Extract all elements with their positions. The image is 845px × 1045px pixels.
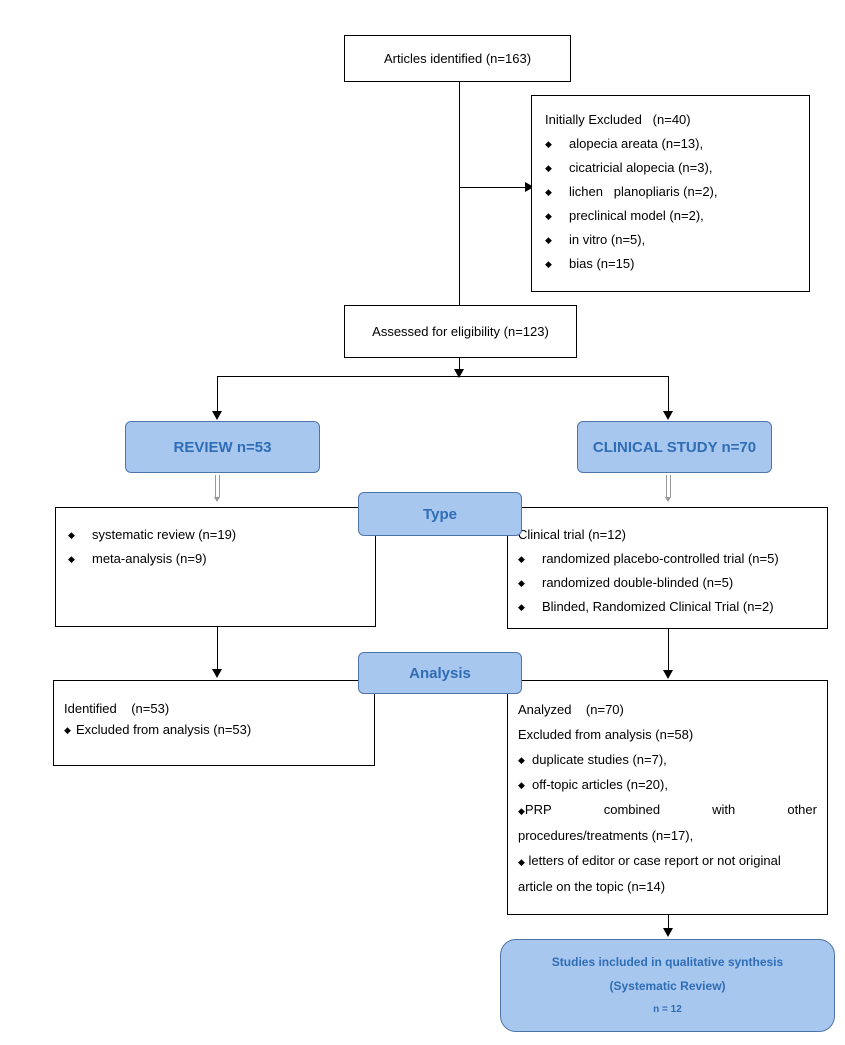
dashed-arrow-clinical-tip xyxy=(665,497,671,502)
excluded-item-label: in vitro (n=5), xyxy=(569,232,646,247)
dashed-arrow-clinical xyxy=(666,475,671,497)
review-analysis-box: Identified (n=53) ◆ Excluded from analys… xyxy=(53,680,375,766)
excluded-item: ◆ in vitro (n=5), xyxy=(545,232,809,248)
clinical-type-item: ◆ randomized placebo-controlled trial (n=… xyxy=(518,551,827,567)
excluded-analysis-label: Excluded from analysis (n=58) xyxy=(518,727,694,742)
clinical-analysis-item-label: off-topic articles (n=20), xyxy=(532,777,668,792)
clinical-type-item-label: randomized placebo-controlled trial (n=5… xyxy=(542,551,779,566)
connector-to-clinical xyxy=(668,376,669,412)
bullet-icon: ◆ xyxy=(518,755,525,765)
review-type-item: ◆ systematic review (n=19) xyxy=(68,527,375,543)
review-box: REVIEW n=53 xyxy=(125,421,320,473)
excluded-item-label: bias (n=15) xyxy=(569,256,635,271)
final-line-2: (Systematic Review) xyxy=(609,978,726,993)
connector-split-horizontal xyxy=(217,376,668,377)
excluded-box: Initially Excluded (n=40) ◆ alopecia area… xyxy=(531,95,810,292)
review-type-box: ◆ systematic review (n=19) ◆ meta-analysis… xyxy=(55,507,376,627)
arrow-to-excluded xyxy=(525,182,534,192)
review-type-item: ◆ meta-analysis (n=9) xyxy=(68,551,375,567)
bullet-icon: ◆ xyxy=(545,139,552,149)
excluded-item: ◆ alopecia areata (n=13), xyxy=(545,136,809,152)
bullet-icon: ◆ xyxy=(545,211,552,221)
dashed-arrow-review-tip xyxy=(214,497,220,502)
prp-word: with xyxy=(712,802,736,817)
letters-line: ◆ letters of editor or case report or no… xyxy=(518,853,817,870)
bullet-icon: ◆ xyxy=(518,554,525,564)
arrow-to-final xyxy=(663,928,673,937)
connector-analysis-to-final xyxy=(668,914,669,929)
connector-review-type-to-analysis xyxy=(217,626,218,669)
prp-word: PRP xyxy=(524,802,552,817)
connector-assessed-down xyxy=(459,357,460,369)
bullet-icon: ◆ xyxy=(518,602,525,612)
clinical-analysis-item-label: duplicate studies (n=7), xyxy=(532,752,667,767)
clinical-type-item: ◆ Blinded, Randomized Clinical Trial (n=2… xyxy=(518,599,827,615)
excluded-title: Initially Excluded (n=40) xyxy=(545,112,691,127)
clinical-study-label: CLINICAL STUDY n=70 xyxy=(592,438,757,456)
review-analysis-item-label: Excluded from analysis (n=53) xyxy=(76,722,252,737)
excluded-item: ◆ bias (n=15) xyxy=(545,256,809,272)
arrow-review-analysis xyxy=(212,669,222,678)
connector-to-review xyxy=(217,376,218,412)
connector-to-excluded xyxy=(459,187,527,188)
clinical-type-item-label: Blinded, Randomized Clinical Trial (n=2) xyxy=(542,599,774,614)
clinical-analysis-item: ◆ duplicate studies (n=7), xyxy=(518,752,817,768)
review-analysis-item: ◆ Excluded from analysis (n=53) xyxy=(64,722,374,738)
clinical-study-box: CLINICAL STUDY n=70 xyxy=(577,421,772,473)
identified-label: Articles identified (n=163) xyxy=(383,50,532,66)
bullet-icon: ◆ xyxy=(545,187,552,197)
dashed-arrow-review xyxy=(215,475,220,497)
excluded-item-label: lichen planopliaris (n=2), xyxy=(569,184,718,199)
prp-word: combined xyxy=(603,802,661,817)
bullet-icon: ◆ xyxy=(68,530,75,540)
type-label-box: Type xyxy=(358,492,522,536)
assessed-label: Assessed for eligibility (n=123) xyxy=(372,323,549,339)
analysis-label-box: Analysis xyxy=(358,652,522,694)
excluded-item: ◆ preclinical model (n=2), xyxy=(545,208,809,224)
arrow-to-clinical xyxy=(663,411,673,420)
connector-clinical-type-to-analysis xyxy=(668,628,669,670)
clinical-analysis-item: ◆ off-topic articles (n=20), xyxy=(518,777,817,793)
prp-word: other xyxy=(787,802,817,817)
clinical-type-title: Clinical trial (n=12) xyxy=(518,527,627,542)
review-analysis-title: Identified (n=53) xyxy=(64,701,170,716)
prp-line-2: procedures/treatments (n=17), xyxy=(518,828,694,843)
review-label: REVIEW n=53 xyxy=(173,438,272,456)
excluded-item-label: alopecia areata (n=13), xyxy=(569,136,704,151)
bullet-icon: ◆ xyxy=(518,857,525,867)
assessed-box: Assessed for eligibility (n=123) xyxy=(344,305,577,358)
review-type-item-label: meta-analysis (n=9) xyxy=(92,551,207,566)
connector-identified-to-assessed xyxy=(459,81,460,305)
arrow-clinical-analysis xyxy=(663,670,673,679)
excluded-item: ◆ lichen planopliaris (n=2), xyxy=(545,184,809,200)
prp-line: ◆PRP combined with other xyxy=(518,802,817,819)
final-line-1: Studies included in qualitative synthesi… xyxy=(551,954,784,969)
final-line-3: n = 12 xyxy=(653,1003,682,1015)
final-box: Studies included in qualitative synthesi… xyxy=(500,939,835,1032)
letters-line-2: article on the topic (n=14) xyxy=(518,879,666,894)
arrow-assessed-split xyxy=(454,369,464,378)
clinical-analysis-box: Analyzed (n=70) Excluded from analysis (… xyxy=(507,680,828,915)
excluded-item-label: preclinical model (n=2), xyxy=(569,208,704,223)
review-type-item-label: systematic review (n=19) xyxy=(92,527,237,542)
clinical-type-item: ◆ randomized double-blinded (n=5) xyxy=(518,575,827,591)
arrow-to-review xyxy=(212,411,222,420)
bullet-icon: ◆ xyxy=(518,578,525,588)
excluded-item: ◆ cicatricial alopecia (n=3), xyxy=(545,160,809,176)
clinical-type-box: Clinical trial (n=12) ◆ randomized placeb… xyxy=(507,507,828,629)
analyzed-label: Analyzed (n=70) xyxy=(518,702,624,717)
bullet-icon: ◆ xyxy=(64,725,71,735)
bullet-icon: ◆ xyxy=(545,259,552,269)
bullet-icon: ◆ xyxy=(545,235,552,245)
identified-box: Articles identified (n=163) xyxy=(344,35,571,82)
bullet-icon: ◆ xyxy=(545,163,552,173)
analysis-label: Analysis xyxy=(409,664,471,682)
bullet-icon: ◆ xyxy=(518,806,525,816)
excluded-item-label: cicatricial alopecia (n=3), xyxy=(569,160,713,175)
clinical-type-item-label: randomized double-blinded (n=5) xyxy=(542,575,734,590)
letters-line-1: letters of editor or case report or not … xyxy=(528,853,781,868)
type-label: Type xyxy=(423,505,457,523)
bullet-icon: ◆ xyxy=(68,554,75,564)
bullet-icon: ◆ xyxy=(518,780,525,790)
